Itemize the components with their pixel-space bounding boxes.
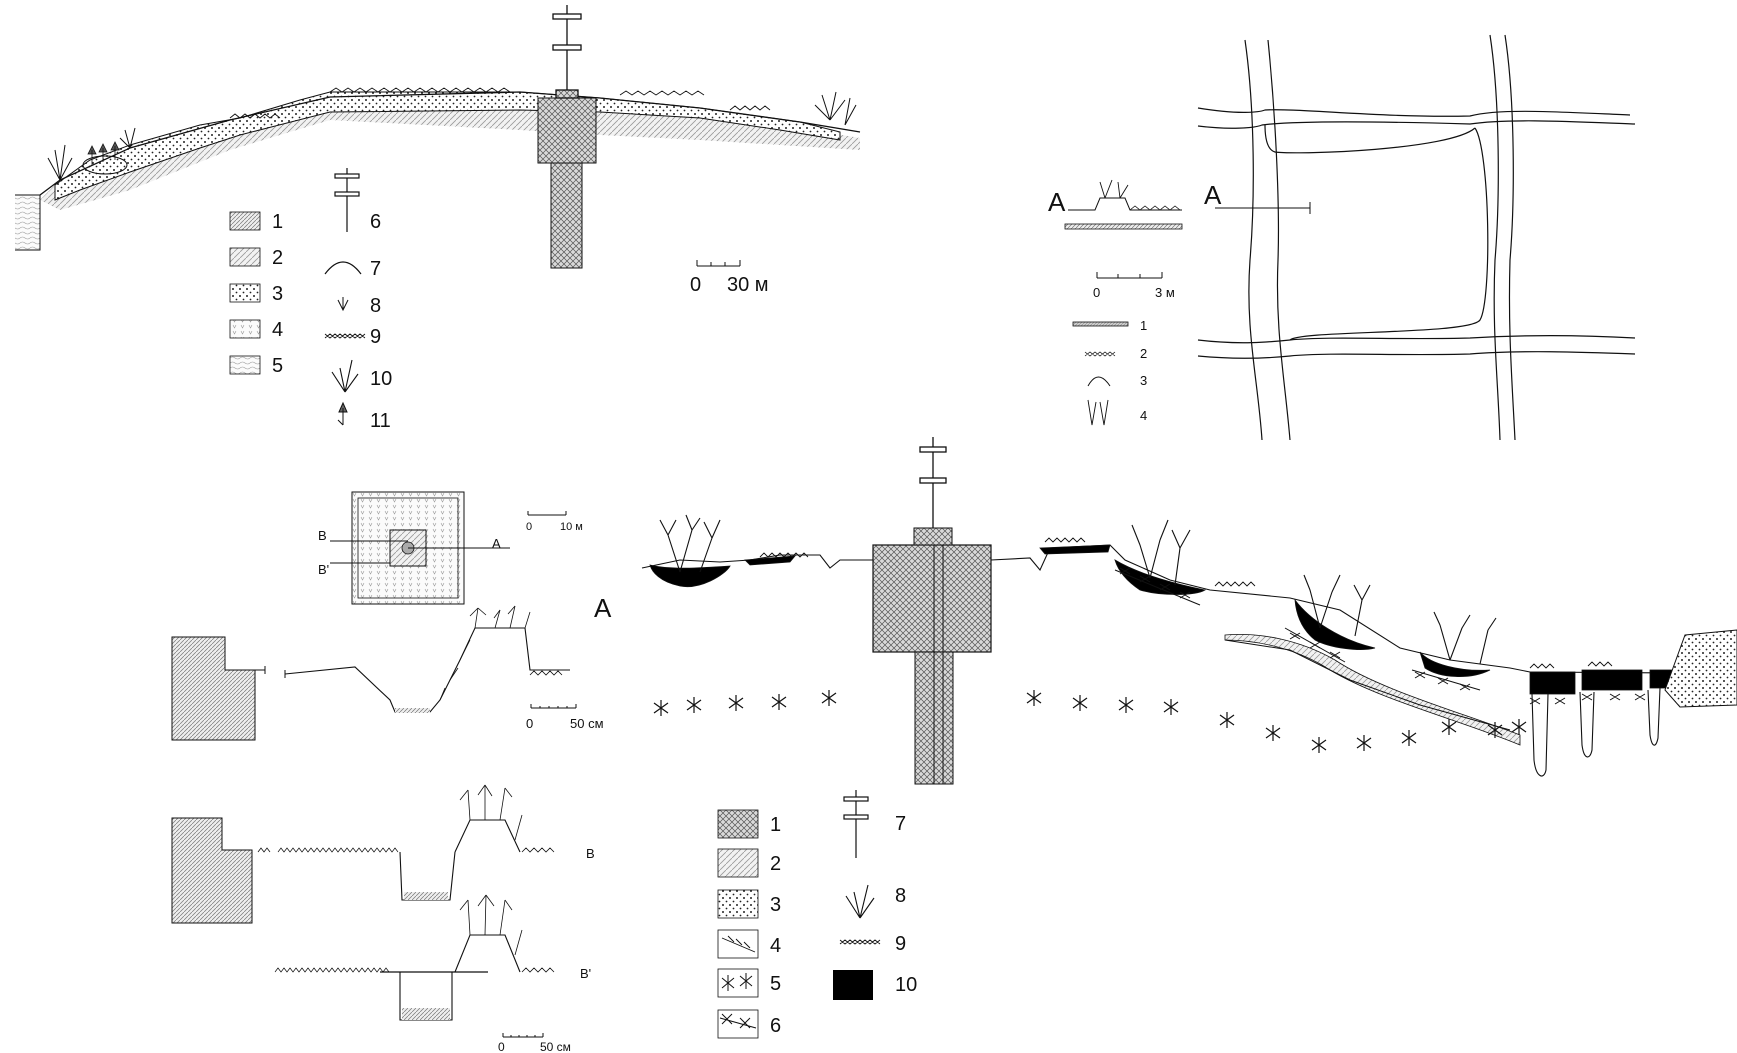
- left-shore: [15, 194, 41, 251]
- section-b: B B' 0 50 см: [171, 784, 595, 1053]
- bottom-right-profile: A: [594, 437, 1737, 1039]
- legend-label-4: 4: [770, 935, 781, 957]
- legend-label-1: 1: [272, 211, 283, 233]
- legend-label-7: 7: [895, 813, 906, 835]
- legend-label-5: 5: [272, 355, 283, 377]
- scale-label-start: 0: [1093, 285, 1100, 300]
- legend-cross-icon: [324, 333, 366, 339]
- legend-survey-mark-icon: [843, 790, 869, 858]
- legend-label-9: 9: [370, 326, 381, 348]
- legend-label-4: 4: [1140, 408, 1147, 423]
- mini-section: A: [1048, 179, 1183, 230]
- section-a-scale-start: 0: [526, 716, 533, 731]
- profile-trees: [659, 514, 1497, 665]
- legend-top-right: 1 2 3 4: [1072, 318, 1147, 426]
- legend-label-10: 10: [370, 368, 392, 390]
- scale-bar-3m: 0 3 м: [1093, 272, 1175, 300]
- plan-scale-end: 10 м: [560, 521, 583, 533]
- polygon-cracks: [1197, 34, 1636, 441]
- legend-label-3: 3: [1140, 373, 1147, 388]
- cross-marks: [759, 537, 1613, 669]
- legend-label-6: 6: [770, 1015, 781, 1037]
- legend-label-4: 4: [272, 319, 283, 341]
- legend-label-3: 3: [770, 894, 781, 916]
- asterisk-lines: [1114, 567, 1646, 705]
- central-shaft: [550, 162, 583, 269]
- legend-top-left: 1 2 3 4 5 6 7 8 9 10 11: [229, 168, 392, 432]
- plan-label-b: B: [318, 528, 327, 543]
- surface-line: [39, 91, 861, 196]
- survey-mark: [919, 437, 947, 528]
- legend-label-7: 7: [370, 258, 381, 280]
- legend-tree-icon: [331, 359, 359, 393]
- legend-label-2: 2: [770, 853, 781, 875]
- section-line-a: [1215, 202, 1311, 214]
- section-b-scale-end: 50 см: [540, 1040, 571, 1053]
- legend-label-3: 3: [272, 283, 283, 305]
- section-b-plants: [459, 784, 523, 841]
- legend-label-10: 10: [895, 974, 917, 996]
- section-label-b: B: [586, 846, 595, 861]
- small-trees: [47, 91, 857, 181]
- section-label-a-left: A: [1048, 187, 1066, 217]
- legend-black-icon: [833, 970, 873, 1000]
- profile-label-a: A: [594, 593, 612, 623]
- scale-label-end: 30 м: [727, 274, 769, 296]
- legend-arrow-icon: [337, 401, 348, 426]
- section-b-scale-start: 0: [498, 1040, 505, 1053]
- plan-view: B B' A 0 10 м: [318, 491, 583, 605]
- legend-tree-icon: [845, 884, 875, 919]
- legend-survey-mark-icon: [334, 168, 360, 232]
- legend-v-icon: [337, 297, 349, 312]
- asterisk-marks: [653, 690, 1527, 753]
- pillar-block: [872, 544, 992, 653]
- section-label-b-prime: B': [580, 966, 591, 981]
- scale-label-start: 0: [690, 274, 701, 296]
- section-b-prime-plants: [459, 894, 523, 956]
- legend-label-2: 2: [272, 247, 283, 269]
- plan-label-a: A: [492, 536, 501, 551]
- section-label-a-right: A: [1204, 180, 1222, 210]
- central-block: [537, 97, 597, 164]
- legend-label-1: 1: [1140, 318, 1147, 333]
- top-left-profile: 0 30 м 1 2 3 4 5 6 7 8 9: [15, 5, 861, 432]
- legend-label-8: 8: [895, 885, 906, 907]
- lens-shape: [82, 155, 128, 175]
- legend-label-11: 11: [370, 410, 391, 432]
- legend-label-1: 1: [770, 814, 781, 836]
- legend-label-8: 8: [370, 295, 381, 317]
- legend-bottom-right: 1 2 3 4 5 6 7 8 9 10: [717, 790, 917, 1039]
- legend-arc-icon: [1087, 376, 1111, 387]
- black-lenses: [649, 544, 1676, 695]
- section-a: 0 50 см: [171, 605, 604, 741]
- legend-tree-icon: [1087, 399, 1109, 426]
- upward-arrows: [87, 141, 120, 165]
- section-a-plants: [439, 605, 531, 701]
- plan-scale-start: 0: [526, 521, 532, 533]
- legend-label-9: 9: [895, 933, 906, 955]
- legend-cross-icon: [839, 939, 881, 945]
- ground-layer-3: [54, 91, 841, 201]
- legend-label-6: 6: [370, 211, 381, 233]
- survey-mark: [552, 5, 582, 99]
- pillar-cap: [913, 527, 953, 546]
- legend-label-5: 5: [770, 973, 781, 995]
- section-a-scale-end: 50 см: [570, 716, 604, 731]
- top-right-plan: A A 0 3 м 1: [1048, 34, 1636, 441]
- legend-arc-icon: [324, 261, 362, 275]
- scale-label-end: 3 м: [1155, 285, 1175, 300]
- legend-label-2: 2: [1140, 346, 1147, 361]
- scale-bar-30m: 0 30 м: [690, 260, 769, 296]
- grass-marks: [229, 87, 771, 119]
- dotted-block: [1664, 629, 1737, 708]
- ice-wedges: [1531, 687, 1661, 777]
- plan-label-b-prime: B': [318, 562, 329, 577]
